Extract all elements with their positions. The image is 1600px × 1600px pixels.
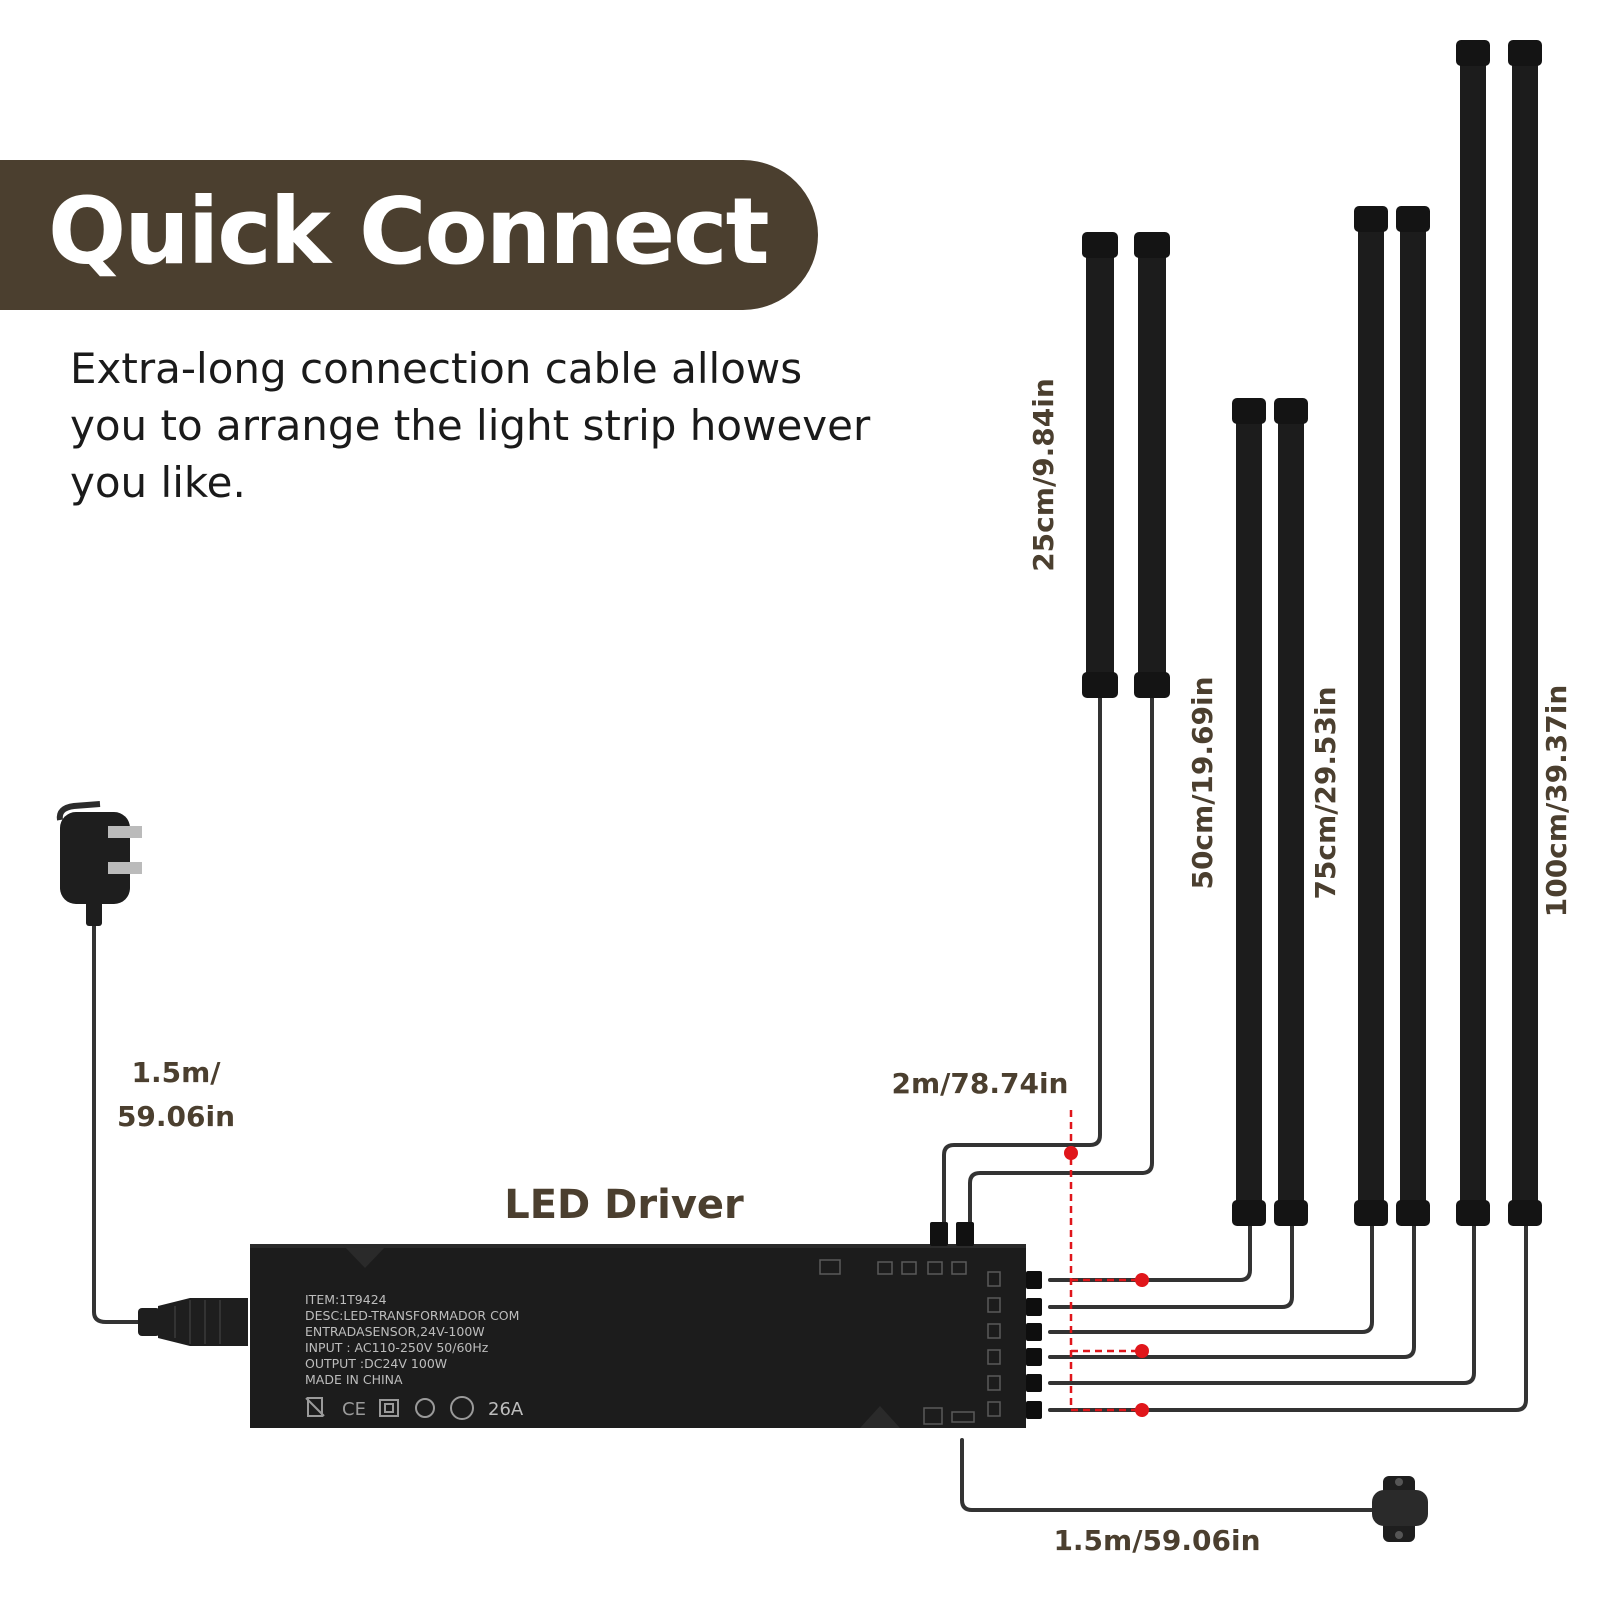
strip-50cm-2 [1274,398,1308,1226]
strip-25cm-1 [1082,232,1118,698]
marker-dot [1135,1273,1149,1287]
weee-cross-icon [305,1397,325,1417]
strip-50cm-length: 50cm/19.69in [1186,676,1219,889]
top-port-1 [930,1222,948,1246]
banner-title: Quick Connect [48,178,770,285]
top-cable-2 [968,693,1154,1229]
label-line: ENTRADASENSOR,24V-100W [305,1324,485,1339]
top-port-2 [956,1222,974,1246]
green-dot-icon [450,1396,474,1420]
ce-mark-icon: CE [342,1399,366,1420]
label-line: OUTPUT :DC24V 100W [305,1356,447,1371]
driver-label: ITEM:1T9424 DESC:LED-TRANSFORMADOR COM E… [305,1292,519,1387]
top-cable-1 [942,693,1102,1229]
strip-100cm-length: 100cm/39.37in [1540,685,1573,918]
motion-sensor-icon [1372,1476,1428,1542]
output-cable-6 [1048,1223,1528,1412]
light-strips [1082,40,1542,1226]
label-line: DESC:LED-TRANSFORMADOR COM [305,1308,519,1323]
recycle-icon [415,1398,435,1418]
led-driver-box: ITEM:1T9424 DESC:LED-TRANSFORMADOR COM E… [250,1222,1042,1428]
sensor-cable-length: 1.5m/59.06in [1053,1524,1260,1557]
strip-25cm-2 [1134,232,1170,698]
certification-icons: CE [305,1396,474,1420]
strip-25cm-length: 25cm/9.84in [1027,378,1060,572]
output-cable-5 [1048,1223,1476,1385]
strip-100cm-1 [1456,40,1490,1226]
output-cable-2 [1048,1223,1294,1309]
power-cable-length-line2: 59.06in [117,1100,235,1133]
power-cable-length-line1: 1.5m/ [131,1056,221,1089]
label-line: ITEM:1T9424 [305,1292,387,1307]
power-connector [138,1298,248,1346]
double-insulation-icon [379,1399,399,1417]
marker-dashed-line [1069,1110,1142,1412]
marker-dot [1064,1146,1078,1160]
label-line: MADE IN CHINA [305,1372,403,1387]
output-cable-1 [1048,1223,1252,1282]
extension-cable-length: 2m/78.74in [892,1067,1069,1100]
description-text: Extra-long connection cable allows you t… [70,344,871,507]
output-cable-4 [1048,1223,1416,1359]
marker-dot [1135,1403,1149,1417]
double-insulation-inner-icon [384,1403,394,1413]
strip-75cm-length: 75cm/29.53in [1309,686,1342,899]
cert-code: 26A [488,1399,524,1420]
strip-100cm-2 [1508,40,1542,1226]
cables [92,693,1528,1512]
uk-plug-icon [56,801,142,926]
sensor-port-markings [819,1259,1001,1425]
output-ports [1026,1271,1042,1419]
led-driver-title: LED Driver [504,1182,744,1228]
strip-75cm-1 [1354,206,1388,1226]
title-banner: Quick Connect [0,160,818,310]
connection-markers [1064,1110,1149,1417]
strip-50cm-1 [1232,398,1266,1226]
marker-dot [1135,1344,1149,1358]
strip-75cm-2 [1396,206,1430,1226]
power-cable [92,908,142,1324]
weee-icon [307,1397,323,1417]
output-cable-3 [1048,1223,1374,1334]
label-line: INPUT : AC110-250V 50/60Hz [305,1340,489,1355]
sensor-cable [960,1438,1387,1512]
